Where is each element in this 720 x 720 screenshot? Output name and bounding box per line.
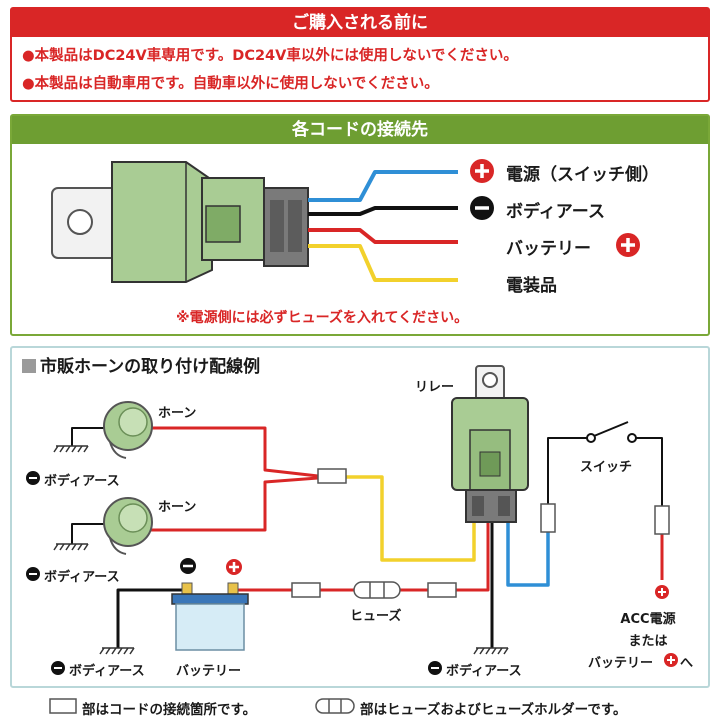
- cords-title: 各コードの接続先: [12, 116, 708, 144]
- plus-icon: [470, 159, 494, 183]
- relay-illustration: [51, 161, 309, 283]
- wire-yellow: [308, 244, 458, 282]
- minus-icon: [26, 567, 40, 581]
- relay-illustration: [451, 365, 529, 523]
- ground-icon: [473, 647, 509, 655]
- fuse-holder: [353, 581, 401, 599]
- horn-2-body-earth-label: ボディアース: [44, 570, 120, 585]
- fuse-label: ヒューズ: [350, 609, 402, 624]
- notice-box: ご購入される前に: [10, 7, 710, 102]
- minus-icon: [180, 558, 196, 574]
- horn-illustration: [103, 401, 153, 459]
- cord-connections-box: 各コードの接続先: [10, 114, 710, 336]
- wiring-title: 市販ホーンの取り付け配線例: [22, 352, 260, 377]
- acc-or-label: または: [628, 634, 668, 649]
- battery-label: バッテリー: [176, 664, 242, 679]
- ground-icon: [53, 445, 89, 453]
- relay-label: リレー: [415, 380, 455, 395]
- battery-body-earth-label: ボディアース: [69, 664, 145, 679]
- cord-label-battery: バッテリー: [506, 239, 591, 259]
- legend-fuse-icon: [315, 698, 355, 714]
- legend-fuse-text: 部はヒューズおよびヒューズホルダーです。: [360, 702, 627, 718]
- minus-icon: [428, 661, 442, 675]
- wire-horn-red: [148, 426, 319, 478]
- minus-icon: [470, 196, 494, 220]
- relay-body-earth-label: ボディアース: [446, 664, 522, 679]
- connector-set: [291, 468, 670, 598]
- plus-icon: [226, 559, 242, 575]
- minus-icon: [51, 661, 65, 675]
- wire-horn-red: [148, 476, 319, 532]
- wire-red: [308, 228, 458, 244]
- wire-black: [116, 588, 182, 648]
- ground-icon: [53, 543, 89, 551]
- wire-yellow: [346, 475, 476, 562]
- notice-line-2: ●本製品は自動車用です。自動車以外に使用しないでください。: [22, 76, 439, 92]
- battery-illustration: [171, 582, 249, 651]
- fuse-note: ※電源側には必ずヒューズを入れてください。: [176, 310, 469, 326]
- notice-line-1: ●本製品はDC24V車専用です。DC24V車以外には使用しないでください。: [22, 48, 518, 64]
- wire-blue: [506, 520, 550, 587]
- horn-label-1: ホーン: [158, 406, 197, 421]
- acc-suffix-label: へ: [680, 656, 694, 671]
- wire-blue: [308, 170, 458, 202]
- legend-connector-icon: [49, 698, 77, 714]
- minus-icon: [26, 471, 40, 485]
- wire-black: [308, 206, 458, 216]
- cord-label-accessory: 電装品: [506, 276, 557, 296]
- plus-icon: [616, 233, 640, 257]
- plus-icon: [655, 585, 669, 599]
- ground-icon: [99, 647, 135, 655]
- notice-title: ご購入される前に: [12, 9, 708, 37]
- plus-icon: [664, 653, 678, 667]
- horn-1-body-earth-label: ボディアース: [44, 474, 120, 489]
- switch-illustration: [586, 421, 637, 443]
- wire-black: [636, 437, 663, 506]
- acc-power-label: ACC電源: [620, 612, 676, 627]
- cord-label-body-earth: ボディアース: [506, 202, 605, 222]
- cord-label-power: 電源（スイッチ側）: [506, 165, 659, 185]
- title-square-icon: [22, 359, 36, 373]
- acc-battery-label: バッテリー: [588, 656, 654, 671]
- horn-illustration: [103, 497, 153, 555]
- wire-black: [547, 437, 588, 504]
- wiring-example-box: [10, 346, 710, 688]
- switch-label: スイッチ: [580, 460, 633, 475]
- horn-label-2: ホーン: [158, 500, 197, 515]
- wire-red: [456, 520, 490, 592]
- legend-connection-text: 部はコードの接続箇所です。: [82, 702, 257, 718]
